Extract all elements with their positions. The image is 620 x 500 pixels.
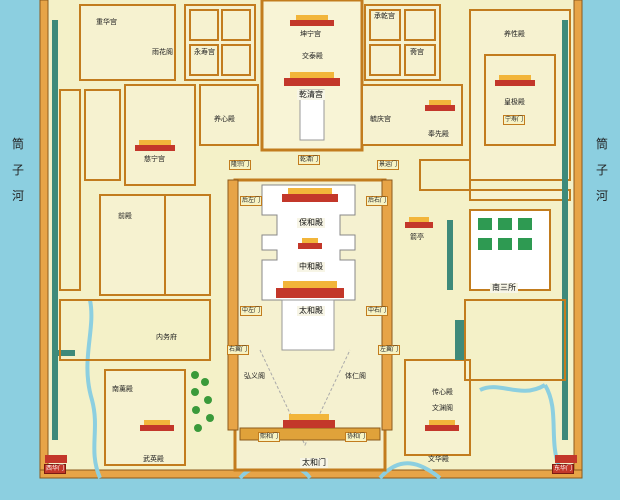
hall-roofs [45,15,577,463]
hall-fengxian: 奉先殿 [428,130,449,138]
west-corridor [227,179,239,431]
hall-jiaotai: 交泰殿 [302,52,323,60]
hall-yuqing: 毓庆宫 [370,115,391,123]
south-moat [0,478,620,500]
hall-zhonghe: 中和殿 [297,262,325,272]
gate-houyou: 后右门 [366,196,389,206]
tree-grove [191,371,214,432]
hall-tirenge: 体仁阁 [345,372,366,380]
hall-hongyige: 弘义阁 [244,372,265,380]
gate-ningshou: 宁寿门 [503,115,526,125]
gate-zhongzuo: 中左门 [240,306,263,316]
hall-yuhua: 雨花阁 [152,48,173,56]
west-stream [85,299,102,479]
hall-yongshou: 永寿宫 [194,48,215,56]
hall-chuanxin: 传心殿 [432,388,453,396]
jinshui-river-east [378,461,442,480]
west-wall [39,0,49,479]
hall-wuying: 武英殿 [143,455,164,463]
east-palaces [361,4,463,146]
hall-kunning: 坤宁宫 [300,30,321,38]
gate-youyi: 右翼门 [227,345,250,355]
gate-longzong: 隆宗门 [229,160,252,170]
gate-houzuo: 后左门 [240,196,263,206]
gate-taihe: 太和门 [300,458,328,468]
gate-zuoyi: 左翼门 [378,345,401,355]
east-moat [582,0,620,500]
cining-area [79,4,211,296]
gate-xihua: 西华门 [44,464,67,474]
court-paths [259,349,351,447]
east-moat-text: 筒子河 [595,137,608,203]
west-moat-label: 筒子河 [8,128,28,212]
hall-zhaigong: 斋宫 [410,48,424,56]
side-buildings [52,20,568,440]
hall-jianting: 箭亭 [410,233,424,241]
nansansuo-trees [478,218,532,250]
wuying-area [104,369,186,466]
hall-cining: 慈宁宫 [144,155,165,163]
hall-nansansuo: 南三所 [490,283,518,293]
hall-chengqian: 承乾宫 [374,12,395,20]
wenhua-area [404,359,471,456]
hall-nanxun: 南薰殿 [112,385,133,393]
east-moat-label: 筒子河 [592,128,612,212]
west-moat [0,0,40,500]
hall-neiwufu: 内务府 [156,333,177,341]
hall-qianqing: 乾清宫 [297,90,325,100]
hall-taihe: 太和殿 [297,306,325,316]
hall-yangxin: 养心殿 [214,115,235,123]
hall-baohe: 保和殿 [297,218,325,228]
gate-xihe: 熙和门 [258,432,281,442]
ningshou-area [469,9,571,201]
hall-chonghua: 重华宫 [96,18,117,26]
gate-qianqing: 乾清门 [298,155,321,165]
west-palaces [184,4,259,146]
hall-qianwu: 前殿 [118,212,132,220]
gate-jingyun: 景运门 [377,160,400,170]
hall-yangxing: 养性殿 [504,30,525,38]
gate-zhongyou: 中右门 [366,306,389,316]
east-stream [479,383,547,393]
west-moat-text: 筒子河 [11,137,24,203]
east-wall [573,0,583,479]
hall-wenyuan: 文渊阁 [432,404,453,412]
hall-huangji: 皇极殿 [504,98,525,106]
hall-wenhua: 文华殿 [428,455,449,463]
east-corridor [381,179,393,431]
gate-xiezhi: 协和门 [345,432,368,442]
side-courts [59,89,566,381]
gate-donghua: 东华门 [552,464,575,474]
